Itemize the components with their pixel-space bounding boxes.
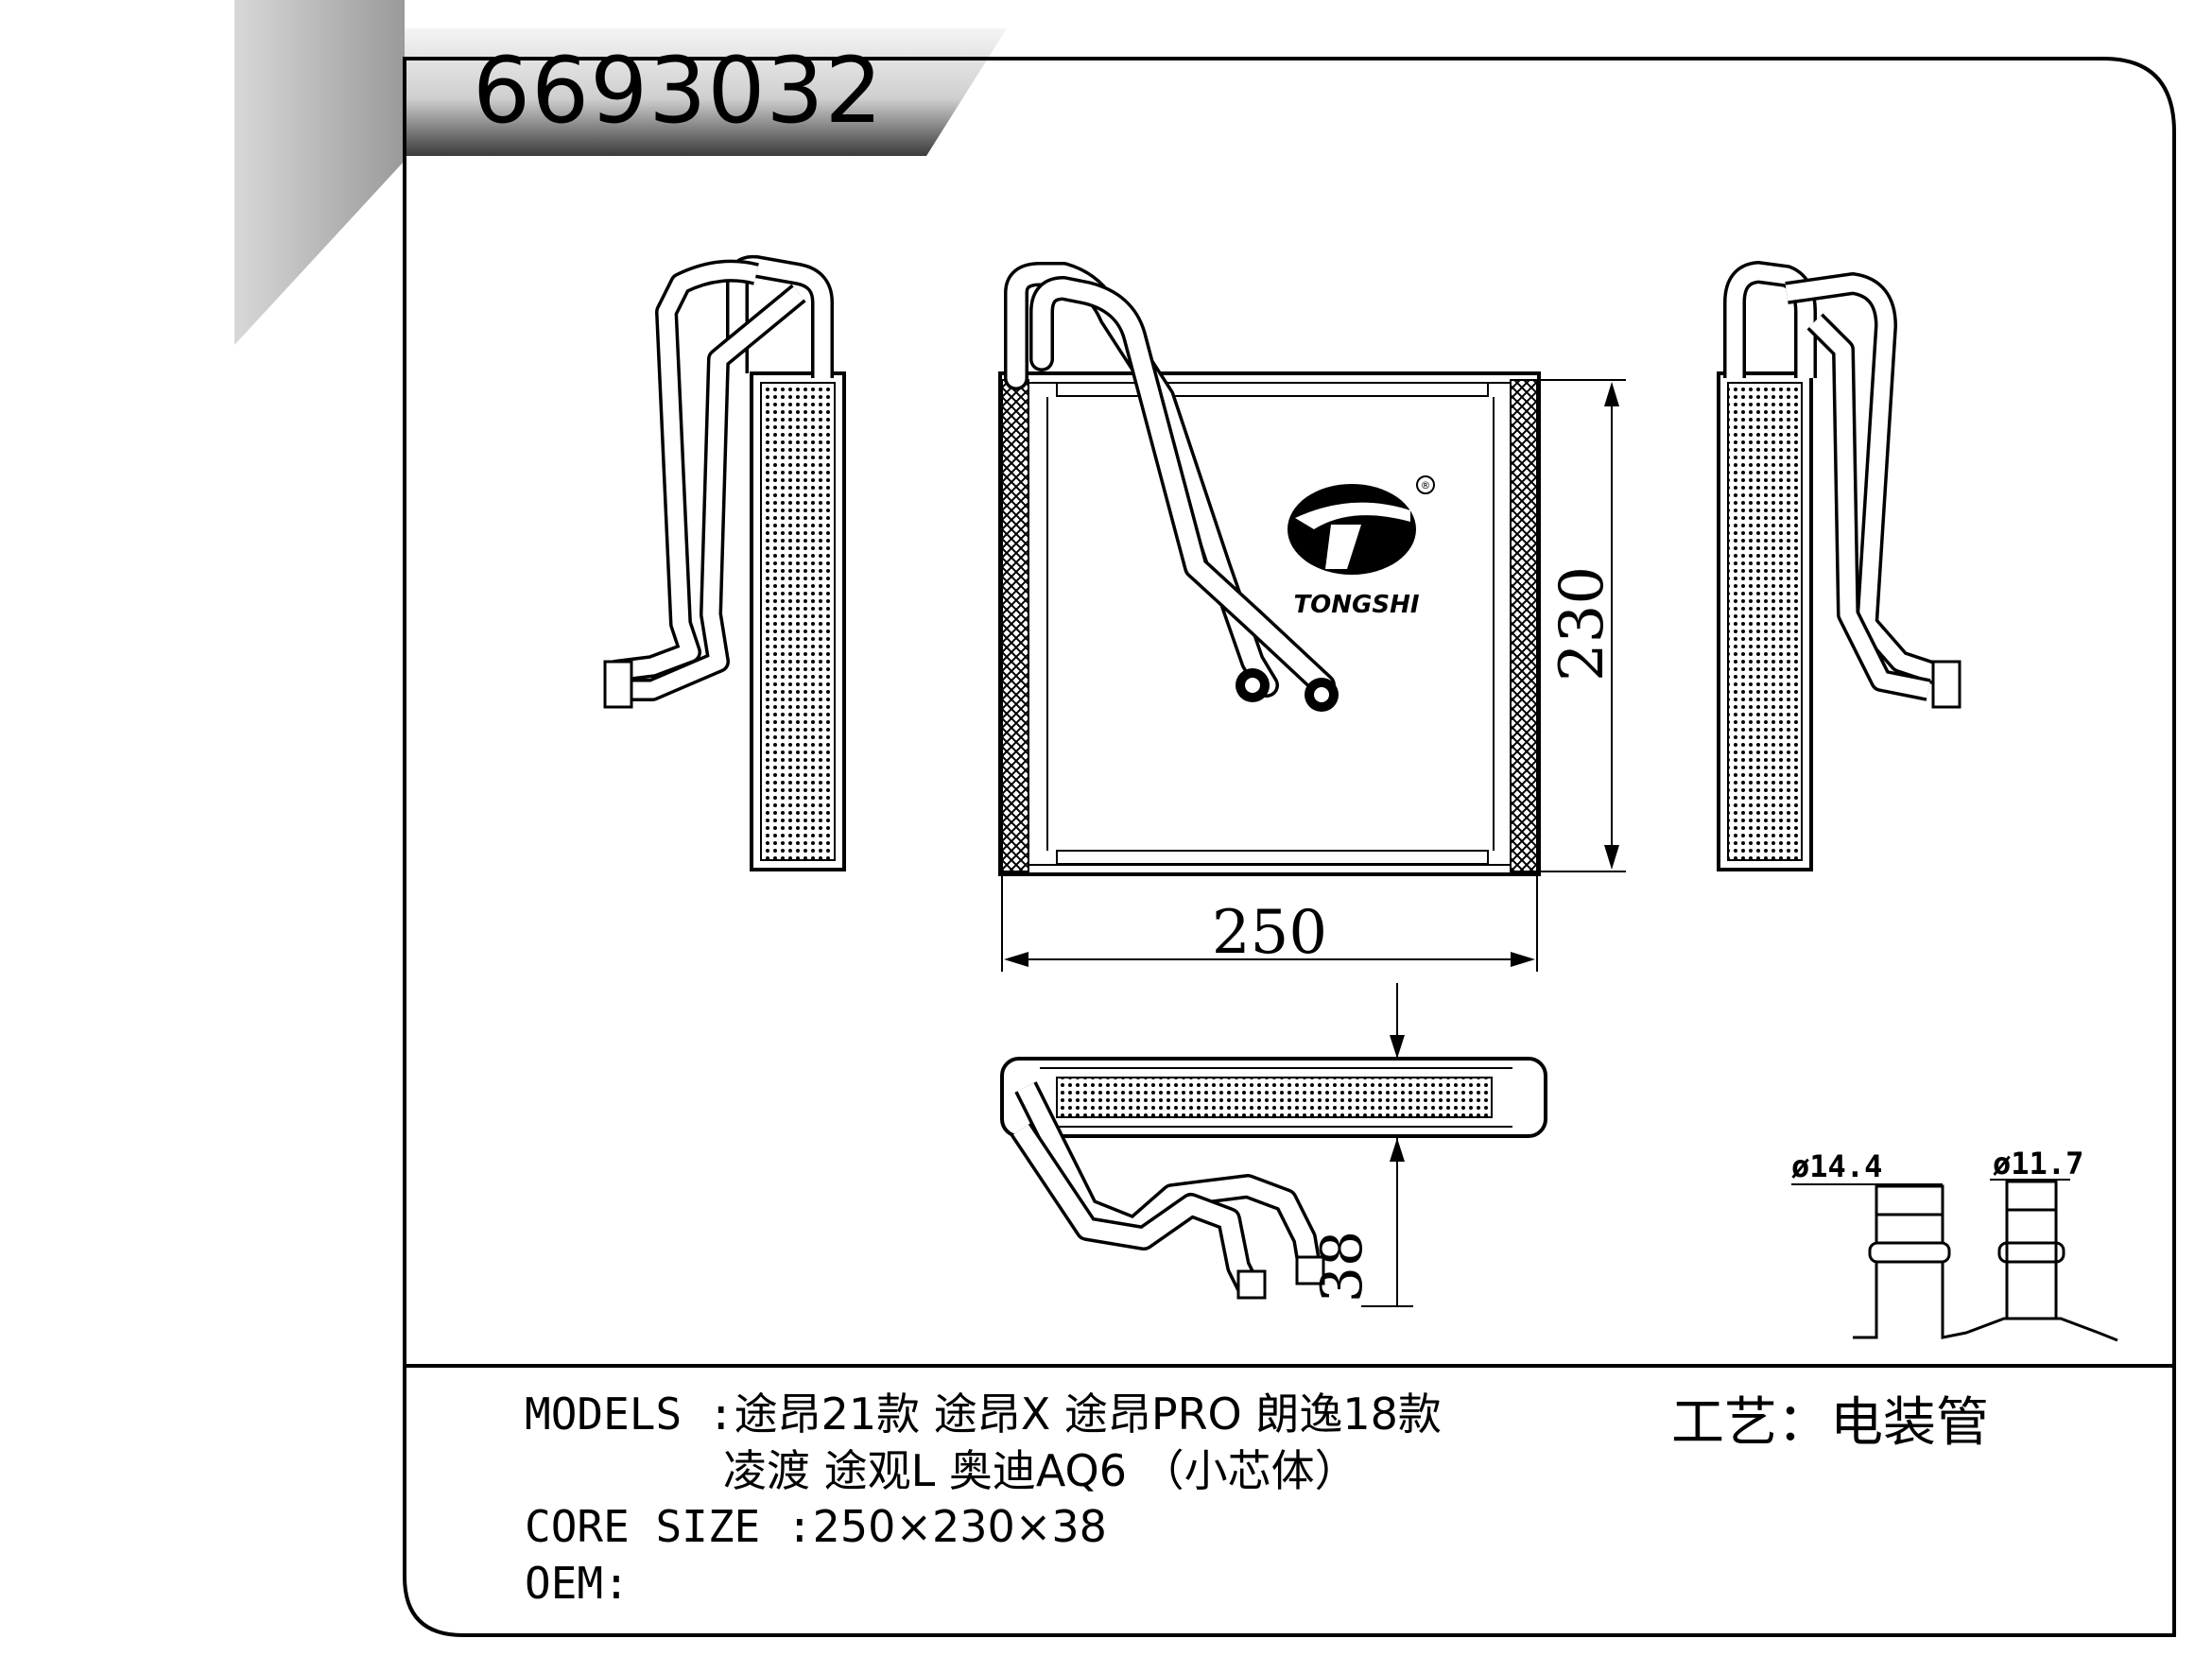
dimension-depth-label: 38	[1309, 1231, 1375, 1302]
models-line-2: 凌渡 途观L 奥迪AQ6 （小芯体）	[723, 1445, 1358, 1496]
top-view	[1000, 1057, 1547, 1300]
models-row: MODELS :途昂21款 途昂X 途昂PRO 朗逸18款	[525, 1380, 1442, 1442]
dimension-height-label: 230	[1547, 566, 1617, 681]
fitting-left-diameter: ø14.4	[1791, 1148, 1882, 1184]
right-side-view	[1717, 261, 1961, 871]
models-label: MODELS :	[525, 1389, 734, 1440]
fitting-details: ø14.4 ø11.7	[1791, 1146, 2118, 1342]
dimension-depth: 38	[1309, 983, 1413, 1307]
process-note: 工艺：电装管	[1671, 1392, 1989, 1454]
core-size-row: CORE SIZE :250×230×38	[525, 1501, 1107, 1552]
fitting-right-diameter: ø11.7	[1993, 1146, 2083, 1182]
core-size-label: CORE SIZE :	[525, 1501, 813, 1552]
registered-mark: ®	[1421, 479, 1431, 492]
dimension-height: 230	[1539, 379, 1626, 872]
core-size-value: 250×230×38	[812, 1501, 1107, 1552]
left-side-view	[603, 254, 846, 871]
frame-border	[403, 57, 2176, 1637]
dimension-width: 250	[1001, 874, 1538, 972]
brand-name: TONGSHI	[1293, 591, 1419, 619]
brand-logo: ® TONGSHI	[1287, 475, 1435, 619]
models-row-2: 凌渡 途观L 奥迪AQ6 （小芯体）	[723, 1437, 1358, 1499]
oem-label: OEM:	[525, 1558, 630, 1609]
front-view	[998, 262, 1541, 876]
dimension-width-label: 250	[1212, 898, 1327, 968]
oem-row: OEM:	[525, 1558, 630, 1609]
part-number: 6693032	[473, 38, 884, 144]
models-line-1: 途昂21款 途昂X 途昂PRO 朗逸18款	[734, 1389, 1442, 1440]
